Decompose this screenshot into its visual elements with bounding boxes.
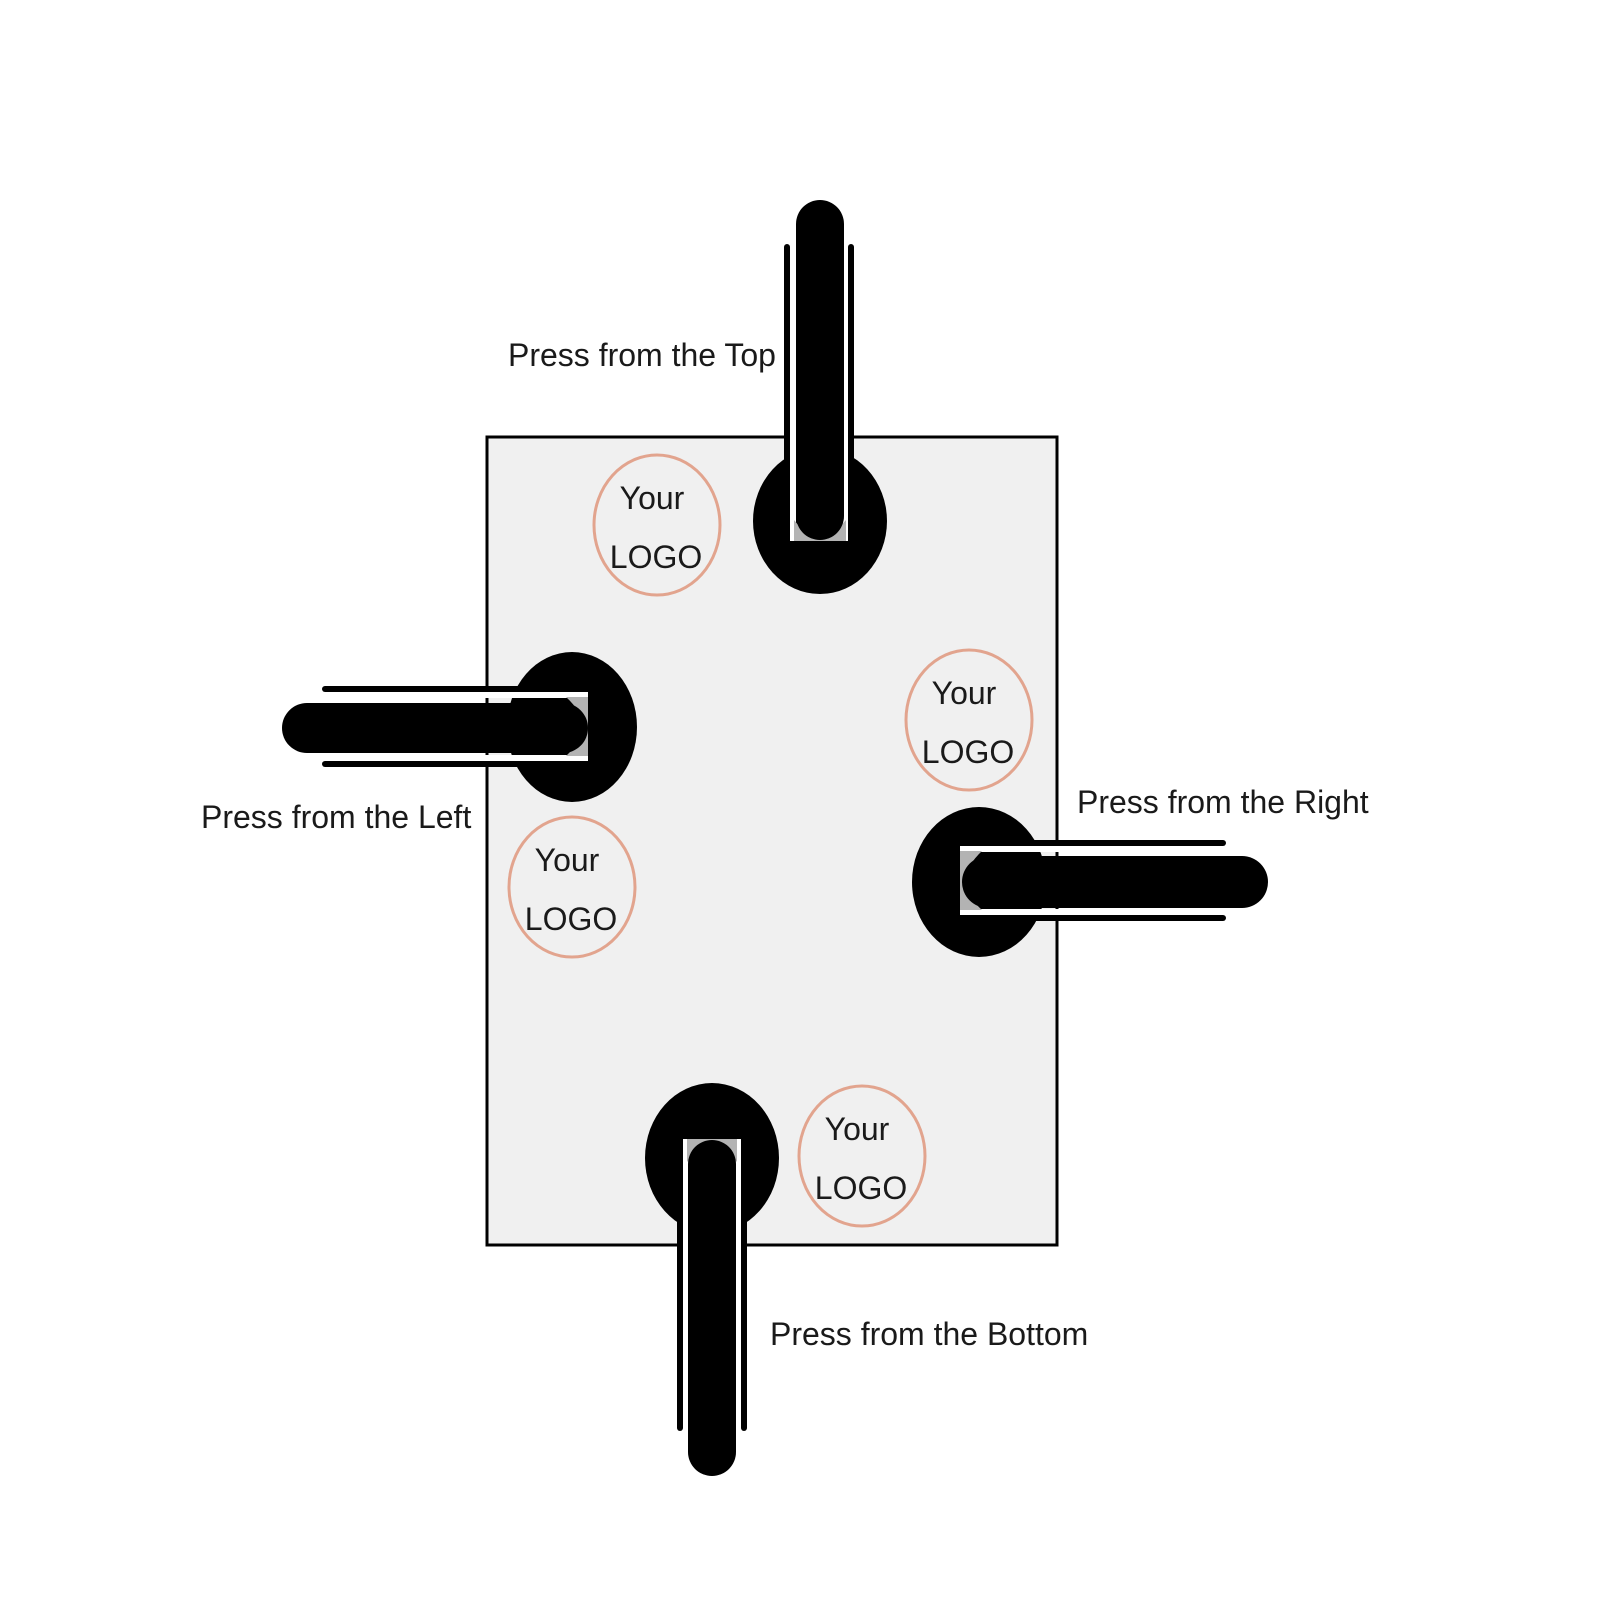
label-press-top: Press from the Top bbox=[508, 337, 776, 373]
logo-badge-4: Your LOGO bbox=[797, 1084, 927, 1228]
logo-ring bbox=[797, 1084, 927, 1228]
handle-right-grip bbox=[962, 856, 1268, 908]
logo-text-line2: LOGO bbox=[922, 734, 1014, 770]
handle-top-rail-right bbox=[848, 244, 854, 542]
handle-left-grip bbox=[282, 703, 588, 753]
handle-top-gap-right bbox=[842, 250, 848, 541]
logo-text-line1: Your bbox=[825, 1111, 890, 1147]
handle-right-gap-bottom bbox=[960, 909, 1222, 915]
handle-right-gasket bbox=[960, 851, 982, 910]
handle-right-gap-top bbox=[960, 846, 1222, 852]
logo-text-line2: LOGO bbox=[610, 539, 702, 575]
handle-top-grip bbox=[796, 200, 844, 540]
handle-left-gap-bottom bbox=[328, 755, 588, 761]
handle-right[interactable] bbox=[912, 807, 1268, 957]
logo-ring bbox=[507, 815, 637, 959]
logo-text-line1: Your bbox=[932, 675, 997, 711]
logo-ring bbox=[904, 648, 1034, 792]
handle-bottom-gap-right bbox=[735, 1139, 741, 1425]
handle-left[interactable] bbox=[282, 652, 637, 802]
handle-bottom-gap-left bbox=[683, 1139, 689, 1425]
handle-left-gap-top bbox=[328, 692, 588, 698]
logo-text-line2: LOGO bbox=[525, 901, 617, 937]
logo-badge-1: Your LOGO bbox=[592, 453, 722, 597]
handle-top[interactable] bbox=[753, 200, 887, 594]
handle-right-rail-top bbox=[958, 840, 1226, 846]
handle-top-rail-left bbox=[784, 244, 790, 542]
label-press-bottom: Press from the Bottom bbox=[770, 1316, 1088, 1352]
handle-bottom-rail-left bbox=[677, 1137, 683, 1431]
logo-badge-2: Your LOGO bbox=[904, 648, 1034, 792]
logo-text-line2: LOGO bbox=[815, 1170, 907, 1206]
label-press-right: Press from the Right bbox=[1077, 784, 1369, 820]
handle-bottom[interactable] bbox=[645, 1083, 779, 1476]
logo-badge-3: Your LOGO bbox=[507, 815, 637, 959]
handle-bottom-rail-right bbox=[741, 1137, 747, 1431]
handle-top-gap-left bbox=[790, 250, 796, 541]
label-press-left: Press from the Left bbox=[201, 799, 471, 835]
handle-right-rail-bottom bbox=[958, 915, 1226, 921]
logo-ring bbox=[592, 453, 722, 597]
logo-text-line1: Your bbox=[535, 842, 600, 878]
handle-bottom-grip bbox=[688, 1140, 736, 1476]
logo-text-line1: Your bbox=[620, 480, 685, 516]
handle-left-rail-bottom bbox=[322, 761, 590, 767]
handle-left-rail-top bbox=[322, 686, 590, 692]
